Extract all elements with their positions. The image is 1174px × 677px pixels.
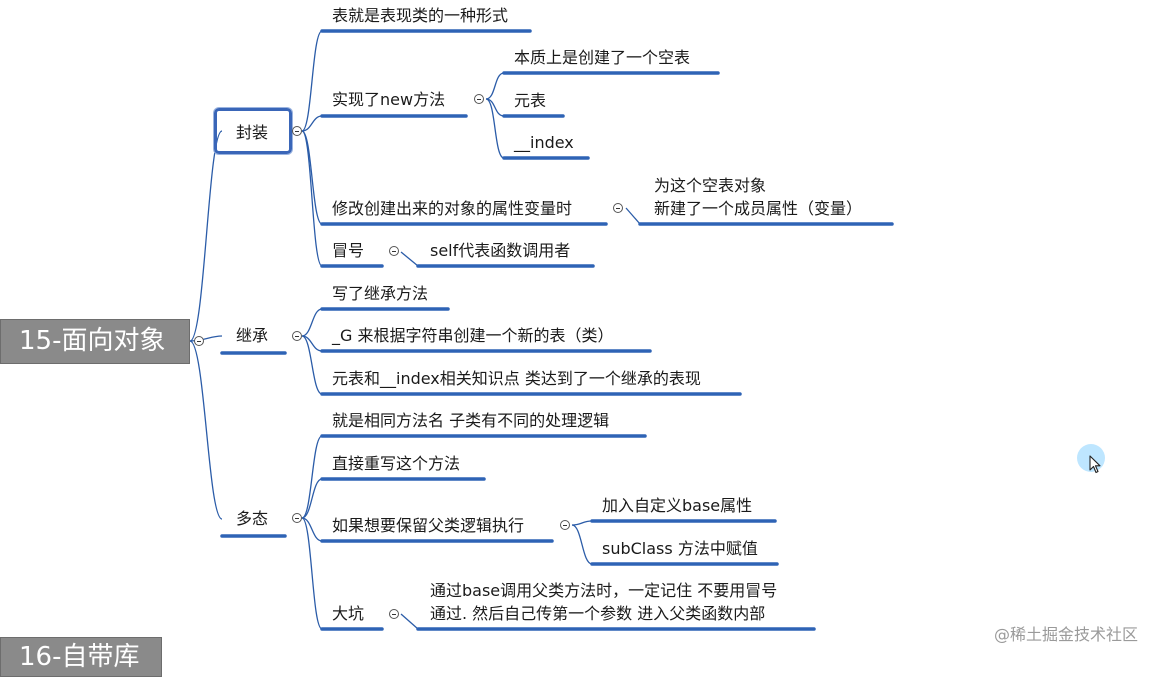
link-keep-1: [571, 520, 593, 526]
link-root-encapsulation: [189, 130, 223, 342]
keep-parent-collapse-toggle[interactable]: [560, 520, 570, 530]
topic-modify-attr[interactable]: 修改创建出来的对象的属性变量时: [332, 199, 573, 218]
topic-inheritance[interactable]: 继承: [236, 326, 269, 345]
link-inh-3: [301, 335, 323, 395]
link-poly-2: [301, 478, 323, 519]
pitfall-collapse-toggle[interactable]: [389, 609, 399, 619]
link-modify-detail: [625, 207, 641, 225]
polymorphism-collapse-toggle[interactable]: [292, 513, 302, 523]
topic-new-method[interactable]: 实现了new方法: [332, 90, 446, 109]
link-new-1: [485, 72, 505, 100]
link-keep-2: [571, 524, 593, 565]
topic-same-name[interactable]: 就是相同方法名 子类有不同的处理逻辑: [332, 411, 610, 430]
link-colon-detail: [400, 251, 419, 267]
link-pitfall-detail: [400, 613, 419, 630]
topic-self-caller[interactable]: self代表函数调用者: [430, 241, 571, 260]
link-poly-3: [301, 517, 323, 542]
pitfall-detail-line2[interactable]: 通过. 然后自己传第一个参数 进入父类函数内部: [430, 604, 766, 623]
topic-pitfall[interactable]: 大坑: [332, 604, 365, 623]
topic-subclass-assign[interactable]: subClass 方法中赋值: [602, 539, 758, 558]
root-topic[interactable]: 15-面向对象: [0, 319, 190, 364]
encapsulation-collapse-toggle[interactable]: [292, 126, 302, 136]
link-enc-1: [301, 30, 323, 132]
link-new-3: [485, 98, 505, 159]
topic-index[interactable]: __index: [514, 133, 574, 152]
inheritance-collapse-toggle[interactable]: [292, 331, 302, 341]
connector-lines: [189, 29, 894, 631]
link-enc-4: [301, 130, 323, 267]
topic-empty-table[interactable]: 本质上是创建了一个空表: [514, 48, 691, 67]
topic-base-attr[interactable]: 加入自定义base属性: [602, 496, 753, 515]
link-enc-3: [301, 130, 323, 225]
topic-metatable-index[interactable]: 元表和__index相关知识点 类达到了一个继承的表现: [332, 369, 701, 388]
encapsulation-selection-frame[interactable]: [214, 108, 292, 154]
topic-g-table[interactable]: _G 来根据字符串创建一个新的表（类）: [332, 326, 614, 345]
topic-encapsulation[interactable]: 封装: [236, 123, 269, 142]
pitfall-detail-line1[interactable]: 通过base调用父类方法时，一定记住 不要用冒号: [430, 581, 778, 600]
topic-metatable[interactable]: 元表: [514, 91, 547, 110]
modify-attr-collapse-toggle[interactable]: [613, 203, 623, 213]
mouse-cursor-icon: [1089, 455, 1101, 474]
modify-attr-detail-line1[interactable]: 为这个空表对象: [654, 176, 767, 195]
next-root-topic-label: 16-自带库: [19, 642, 140, 672]
root-collapse-toggle[interactable]: [194, 336, 204, 346]
topic-override[interactable]: 直接重写这个方法: [332, 454, 461, 473]
topic-colon[interactable]: 冒号: [332, 241, 365, 260]
topic-table-form[interactable]: 表就是表现类的一种形式: [332, 6, 509, 25]
link-root-polymorphism: [189, 340, 223, 520]
watermark: @稀土掘金技术社区: [994, 625, 1139, 644]
link-enc-2: [301, 115, 323, 132]
next-root-topic[interactable]: 16-自带库: [0, 637, 162, 677]
root-topic-label: 15-面向对象: [19, 326, 166, 356]
topic-polymorphism[interactable]: 多态: [236, 509, 269, 528]
link-root-inheritance: [189, 335, 223, 342]
mind-map-canvas: 15-面向对象 封装 继承 多态 表就是表现类的一种形式 实现了new方法 本质…: [0, 6, 1139, 677]
new-method-collapse-toggle[interactable]: [474, 94, 484, 104]
topic-keep-parent[interactable]: 如果想要保留父类逻辑执行: [332, 516, 525, 535]
link-poly-4: [301, 517, 323, 630]
link-inh-1: [301, 308, 323, 337]
modify-attr-detail-line2[interactable]: 新建了一个成员属性（变量）: [654, 199, 863, 218]
topic-inherit-method[interactable]: 写了继承方法: [332, 284, 429, 303]
colon-collapse-toggle[interactable]: [389, 246, 399, 256]
link-poly-1: [301, 435, 323, 519]
